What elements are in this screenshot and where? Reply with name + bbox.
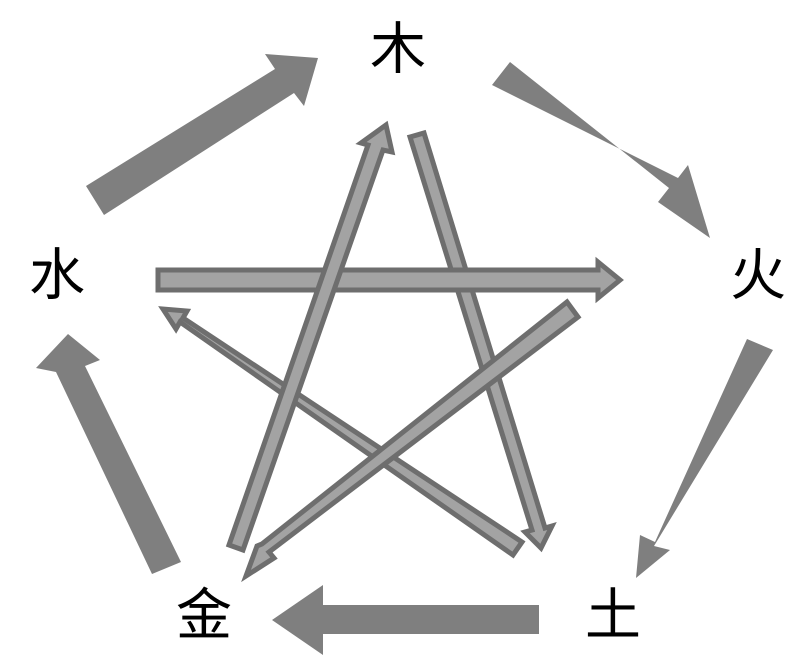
element-labels: 木 火 土 金 水 [29,18,786,649]
label-earth: 土 [585,584,641,649]
arrow-wood-to-earth [406,129,557,553]
label-water: 水 [29,244,85,309]
arrow-wood-to-fire [492,62,710,238]
overcoming-cycle-arrows [155,120,624,583]
label-wood: 木 [370,18,426,83]
arrow-earth-to-water [158,306,526,559]
label-fire: 火 [730,244,786,309]
label-metal: 金 [176,584,232,649]
arrow-fire-to-metal [241,298,582,583]
arrow-fire-to-earth [636,339,773,578]
arrow-water-to-wood [86,54,318,215]
arrow-metal-to-water [36,334,181,574]
arrow-water-to-fire [155,256,624,304]
arrow-metal-to-wood [225,120,396,554]
generating-cycle-arrows [36,54,773,655]
arrow-earth-to-metal [272,585,539,655]
